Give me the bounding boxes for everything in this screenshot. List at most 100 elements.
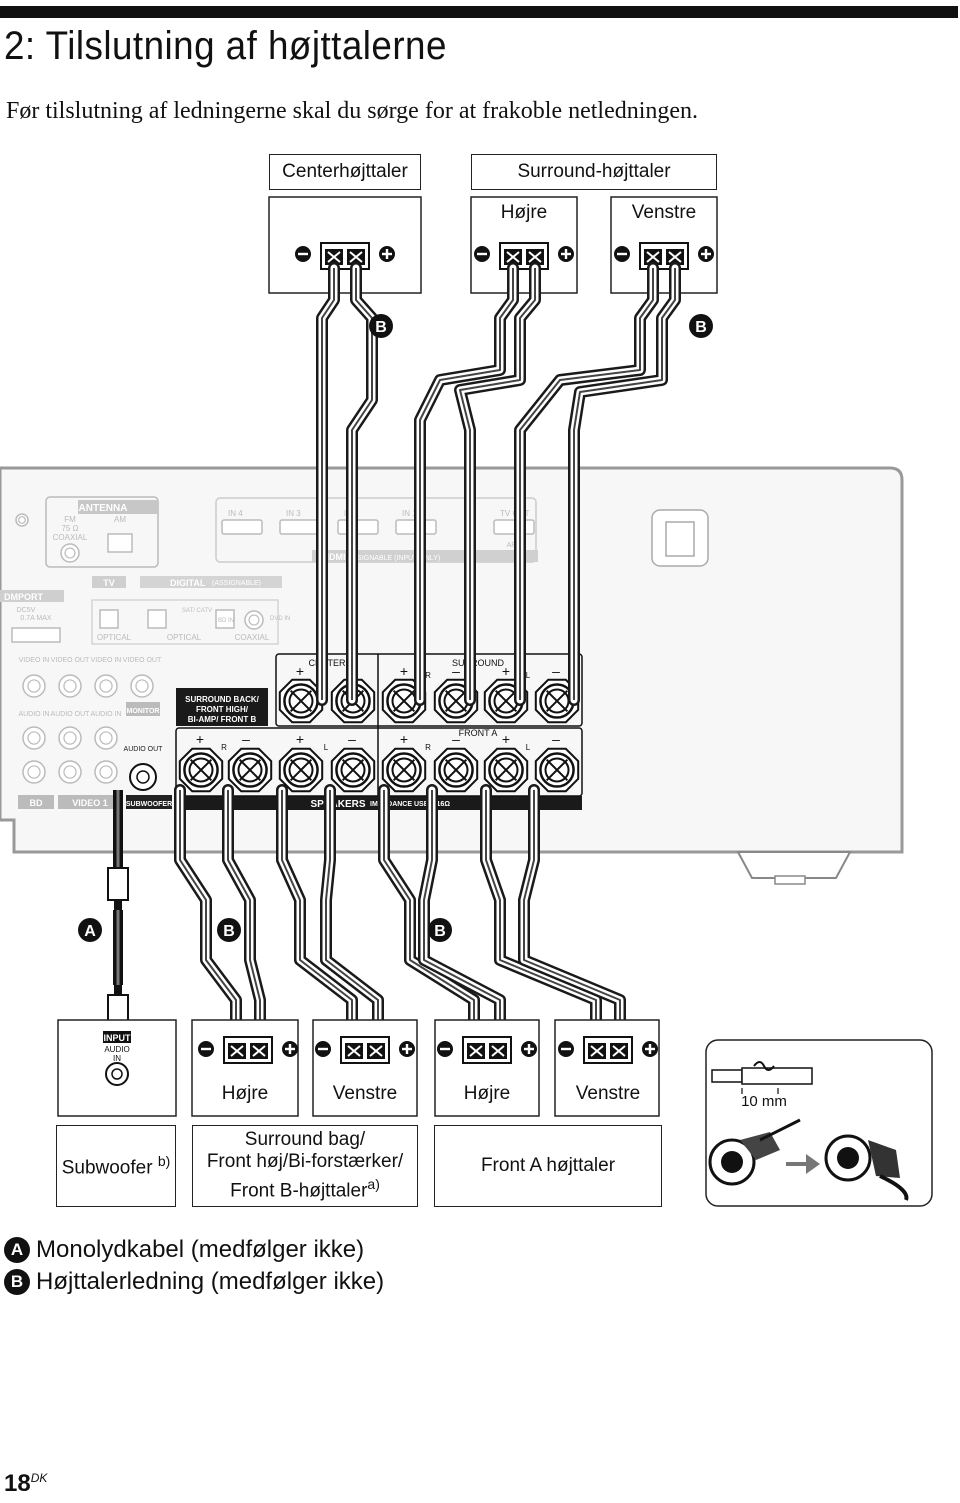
bd-label: BD	[30, 798, 43, 808]
subwoofer-jack-inner	[136, 770, 150, 784]
sb-left-speaker-terminal-post-x-1	[369, 1045, 383, 1057]
subwoofer-input-jack-inner	[111, 1068, 123, 1080]
audio-jack-label-2: AUDIO IN	[90, 711, 121, 718]
callout-b-top-right-icon-letter: B	[695, 319, 707, 336]
fa-right-speaker-terminal-post-x-1	[491, 1045, 505, 1057]
fa-r-label: R	[425, 743, 431, 752]
legend-b-text: Højttalerledning (medfølger ikke)	[36, 1268, 385, 1295]
dmport-label-bar	[0, 590, 64, 602]
speakers-label: SPEAKERS	[310, 799, 365, 810]
video1-label-bar	[58, 795, 122, 809]
page-number-suffix: DK	[30, 1471, 48, 1485]
sb-right-speaker-plus-icon-vbar	[288, 1044, 292, 1054]
legend-b-marker: B	[4, 1269, 30, 1295]
video-jack-3-inner	[135, 679, 149, 693]
lower-polarity-5: –	[452, 731, 460, 747]
surround-left-speaker-plus-icon-vbar	[704, 249, 708, 259]
optical-port-2	[215, 609, 235, 629]
center-wire-plus-stripe	[351, 268, 373, 700]
surround-r-label: R	[425, 671, 431, 680]
hdmi-port-label-3: IN 1	[402, 509, 417, 518]
ground-jack-inner	[18, 516, 26, 524]
digital-block	[91, 599, 279, 645]
upper-binding-post-2-cross	[392, 689, 416, 713]
digital-assignable-label: (ASSIGNABLE)	[212, 580, 261, 587]
sb-l-wire-plus-stripe	[325, 790, 379, 1040]
surround-back-note: a)	[367, 1176, 380, 1193]
lower-binding-post-7-cross	[545, 758, 569, 782]
wire-clamped-icon	[879, 1174, 909, 1201]
fa-right-speaker-plus-icon-vbar	[527, 1044, 531, 1054]
page-title: 2: Tilslutning af højttalerne	[4, 24, 447, 68]
fa-l-wire-plus-stripe	[523, 790, 621, 1040]
antenna-block	[45, 496, 159, 568]
fa-l-label: L	[526, 743, 531, 752]
fa-l-wire-minus-stripe	[485, 790, 597, 1040]
fa-r-wire-plus-stripe	[423, 790, 501, 1040]
surround-back-label-2: FRONT HIGH/	[196, 705, 249, 714]
surround-label: SURROUND	[452, 658, 505, 668]
sb-left-speaker-plus-icon-vbar	[405, 1044, 409, 1054]
monitor-label: MONITOR	[127, 708, 160, 715]
sb-left-speaker-terminal-post-x-0	[347, 1045, 361, 1057]
digital-label-bar	[140, 576, 282, 588]
surround-back-label-line1: Surround bag/	[244, 1129, 366, 1151]
video-jack-2-inner	[99, 679, 113, 693]
fa-left-speaker-plus-icon-vbar	[648, 1044, 652, 1054]
fa-left-speaker-terminal-post-x-0	[590, 1045, 604, 1057]
surround-back-label: Surround bag/ Front høj/Bi-forstærker/ F…	[192, 1125, 418, 1207]
subwoofer-label-bar	[126, 795, 172, 809]
tv-label: TV	[103, 578, 115, 588]
lower-polarity-7: –	[552, 731, 560, 747]
audio-jack-label-1: AUDIO OUT	[51, 711, 91, 718]
header-rule	[0, 6, 958, 18]
am-label: AM	[114, 515, 126, 524]
hdmi-port-label-1: IN 3	[286, 509, 301, 518]
am-terminal	[107, 533, 133, 553]
surround-left-speaker-terminal-post-x-0	[646, 251, 660, 263]
dmport-label: DMPORT	[4, 592, 43, 602]
audio-jack-l-1-inner	[63, 731, 77, 745]
callout-b-top-right-icon	[689, 314, 713, 338]
callout-a-icon	[78, 918, 102, 942]
legend-a: A Monolydkabel (medfølger ikke)	[4, 1236, 364, 1264]
lower-binding-post-4-cross	[392, 758, 416, 782]
receiver-foot-pad	[774, 875, 806, 885]
digital-label: DIGITAL	[170, 578, 206, 588]
lower-polarity-1: –	[242, 731, 250, 747]
lower-polarity-3: –	[348, 731, 356, 747]
audio-jack-label-0: AUDIO IN	[18, 711, 49, 718]
strip-break	[753, 1061, 775, 1071]
surround-right-speaker-terminal-post-x-0	[506, 251, 520, 263]
upper-polarity-2: +	[400, 663, 408, 679]
upper-polarity-0: +	[296, 663, 304, 679]
center-speaker-label: Centerhøjttaler	[269, 154, 421, 190]
surround-back-label-1: SURROUND BACK/	[185, 695, 260, 704]
surround-l-wire-plus-stripe	[573, 268, 676, 700]
page-number: 18DK	[4, 1470, 47, 1498]
lower-binding-post-3-cross	[341, 758, 365, 782]
video-jack-label-3: VIDEO OUT	[123, 657, 162, 664]
callout-b-top-left-icon	[369, 314, 393, 338]
optical-tv-label: OPTICAL	[97, 633, 132, 642]
video-jack-label-2: VIDEO IN	[91, 657, 122, 664]
audio-jack-r-2-inner	[99, 765, 113, 779]
bd-label-bar	[18, 795, 54, 809]
front-a-label-panel: FRONT A	[459, 728, 498, 738]
surround-back-left-label: Venstre	[332, 1083, 398, 1104]
antenna-label: ANTENNA	[79, 503, 128, 514]
subwoofer-label-text: Subwoofer	[61, 1157, 153, 1179]
center-speaker-terminal-post-x-0	[327, 251, 341, 263]
binding-post-after-icon-cap	[868, 1140, 900, 1178]
binding-post-before-icon-cap	[740, 1132, 780, 1160]
sb-r-wire-minus-stripe	[179, 790, 237, 1040]
sb-r-label: R	[221, 743, 227, 752]
lower-polarity-2: +	[296, 731, 304, 747]
surround-right-speaker-minus-icon-bar	[477, 252, 487, 256]
audio-jack-l-2-inner	[99, 731, 113, 745]
surround-l-wire-minus-stripe	[519, 268, 654, 700]
video-jack-label-0: VIDEO IN	[19, 657, 50, 664]
subwoofer-audio-label-1: AUDIO	[104, 1045, 129, 1054]
subwoofer-plug-bottom-tip	[114, 985, 122, 995]
audio-jack-l-0-inner	[27, 731, 41, 745]
